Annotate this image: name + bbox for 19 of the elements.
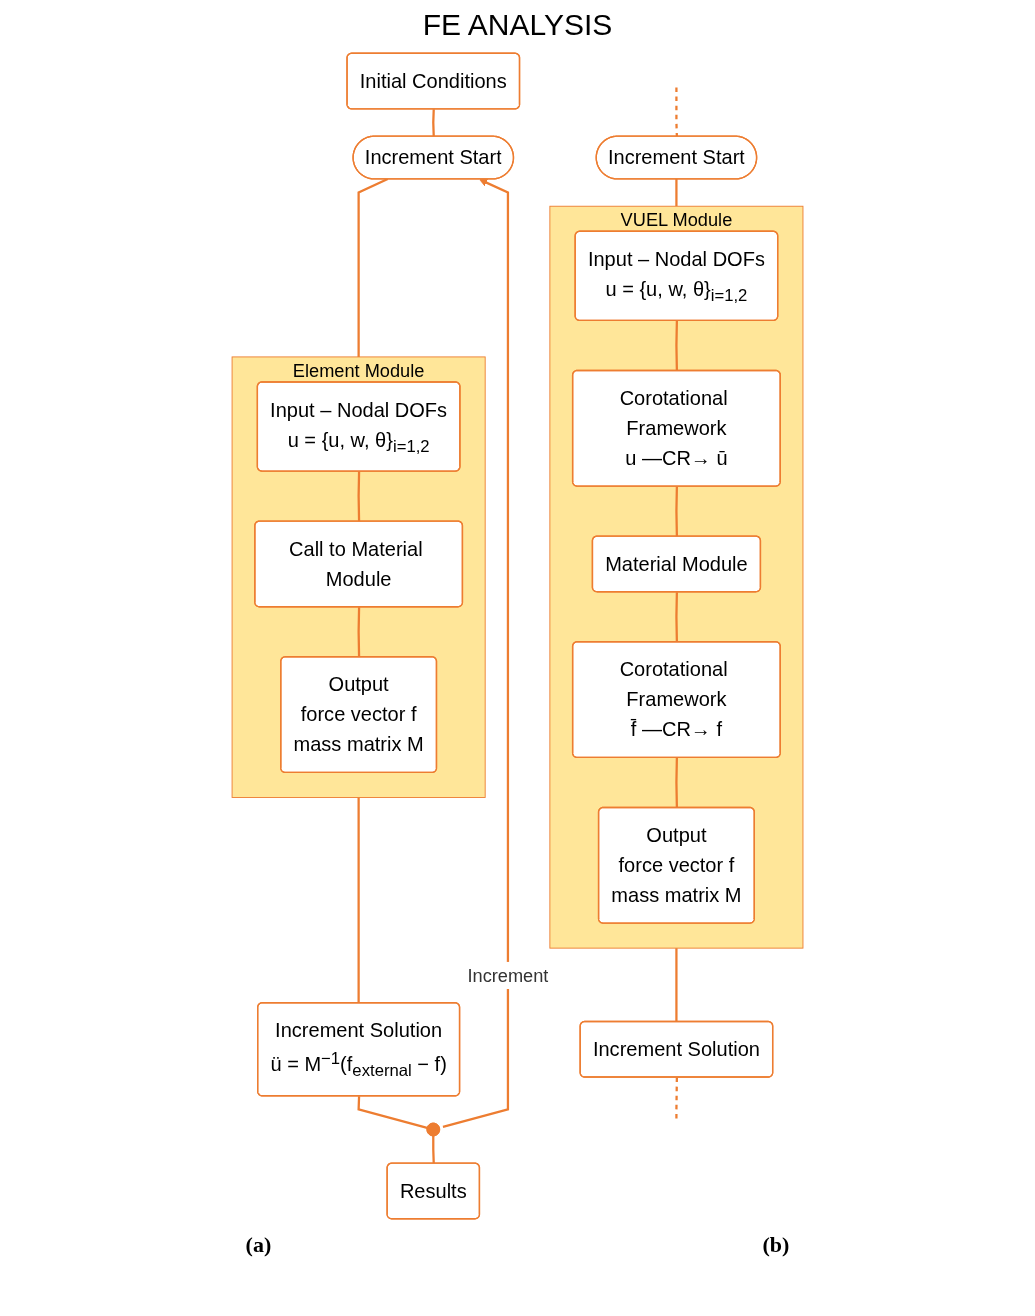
arrow — [442, 178, 510, 1128]
connector — [357, 607, 361, 658]
edge-label: Increment — [467, 965, 549, 986]
connector — [675, 320, 678, 371]
connector — [357, 1096, 428, 1129]
connector — [357, 471, 361, 522]
connector — [432, 109, 435, 137]
diagram-title: FE ANALYSIS — [421, 8, 614, 42]
connector — [675, 592, 678, 643]
connector — [675, 948, 678, 1022]
connector — [357, 797, 360, 1003]
connector — [675, 178, 678, 207]
connector — [675, 486, 678, 537]
connector — [432, 1135, 435, 1164]
panel-label: (b) — [762, 1232, 790, 1258]
panel-label: (a) — [245, 1232, 272, 1258]
connector — [675, 757, 678, 808]
connector — [357, 177, 389, 357]
connector — [675, 87, 678, 137]
